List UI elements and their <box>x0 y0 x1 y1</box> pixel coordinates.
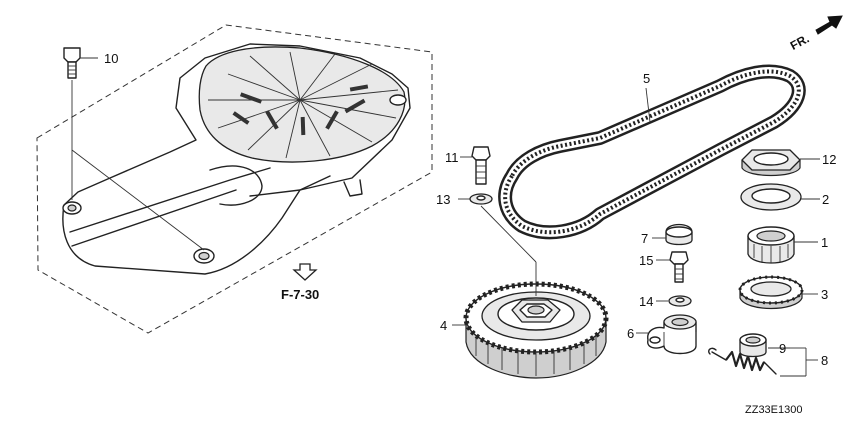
timing-belt <box>498 64 806 240</box>
callout-9: 9 <box>779 341 786 356</box>
callout-2: 2 <box>822 192 829 207</box>
callout-1: 1 <box>821 235 828 250</box>
callout-3: 3 <box>821 287 828 302</box>
down-arrow-icon <box>292 263 318 281</box>
tensioner-washer <box>668 295 692 307</box>
callout-11: 11 <box>445 150 459 165</box>
front-direction-label: FR. <box>788 31 812 52</box>
belt-cover-group <box>36 24 433 334</box>
thrust-washer <box>740 183 802 211</box>
callout-10: 10 <box>104 51 118 66</box>
callout-5: 5 <box>643 71 650 86</box>
tensioner <box>647 314 697 355</box>
camshaft-pulley <box>463 281 609 379</box>
callout-14: 14 <box>639 294 653 309</box>
reference-label: F-7-30 <box>281 287 319 302</box>
splined-collar <box>747 226 795 264</box>
reference-indicator: F-7-30 <box>281 263 319 302</box>
tensioner-bolt <box>669 251 689 283</box>
front-direction-indicator: FR. <box>788 15 843 53</box>
tensioner-cap <box>665 223 693 246</box>
drawing-code: ZZ33E1300 <box>745 404 802 416</box>
callout-15: 15 <box>639 253 653 268</box>
pulley-washer <box>469 193 493 205</box>
lock-nut <box>741 149 801 177</box>
spring-collar <box>739 333 767 358</box>
tensioner-spring <box>707 347 777 375</box>
pulley-bolt <box>471 146 491 185</box>
cover-bolt <box>63 47 81 79</box>
callout-6: 6 <box>627 326 634 341</box>
timing-belt-cover <box>62 43 411 275</box>
callout-4: 4 <box>440 318 447 333</box>
callout-13: 13 <box>436 192 450 207</box>
arrow-icon <box>815 15 843 35</box>
callout-8: 8 <box>821 353 828 368</box>
callout-12: 12 <box>822 152 836 167</box>
callout-7: 7 <box>641 231 648 246</box>
toothed-ring <box>738 275 804 309</box>
